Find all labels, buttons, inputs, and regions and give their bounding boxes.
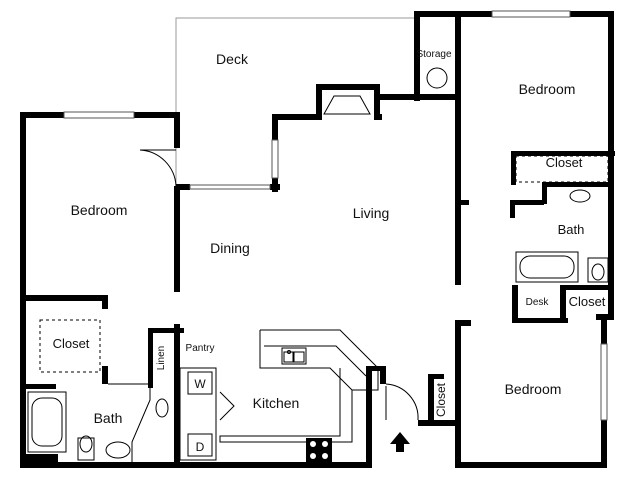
room-labels: Deck Storage Bedroom Closet Bath Bedroom… (53, 49, 606, 454)
label-bedroom-top-right: Bedroom (519, 81, 576, 97)
label-bedroom-left: Bedroom (71, 202, 128, 218)
water-heater (426, 67, 448, 89)
label-closet-small-right: Closet (569, 294, 606, 309)
label-bath-right: Bath (558, 222, 585, 237)
windows (63, 10, 608, 421)
kitchen-fixtures (179, 329, 379, 462)
right-bath-fixtures (515, 155, 609, 283)
left-bath-fixtures (27, 319, 169, 462)
label-dryer: D (196, 440, 205, 454)
label-bath-left: Bath (94, 410, 123, 426)
doors (139, 149, 419, 421)
walls (20, 11, 615, 468)
label-dining: Dining (210, 240, 250, 256)
label-pantry: Pantry (186, 343, 215, 354)
label-closet-top-right: Closet (546, 155, 583, 170)
label-deck: Deck (216, 51, 249, 67)
label-storage: Storage (416, 49, 451, 60)
label-closet-entry: Closet (434, 382, 448, 417)
label-closet-left: Closet (53, 336, 90, 351)
label-washer: W (194, 377, 206, 391)
label-kitchen: Kitchen (253, 395, 300, 411)
label-desk: Desk (526, 297, 550, 308)
label-bedroom-bottom-right: Bedroom (505, 381, 562, 397)
fireplace (323, 95, 371, 115)
label-linen: Linen (156, 346, 167, 370)
entry-arrow-icon (390, 432, 410, 452)
label-living: Living (353, 205, 390, 221)
